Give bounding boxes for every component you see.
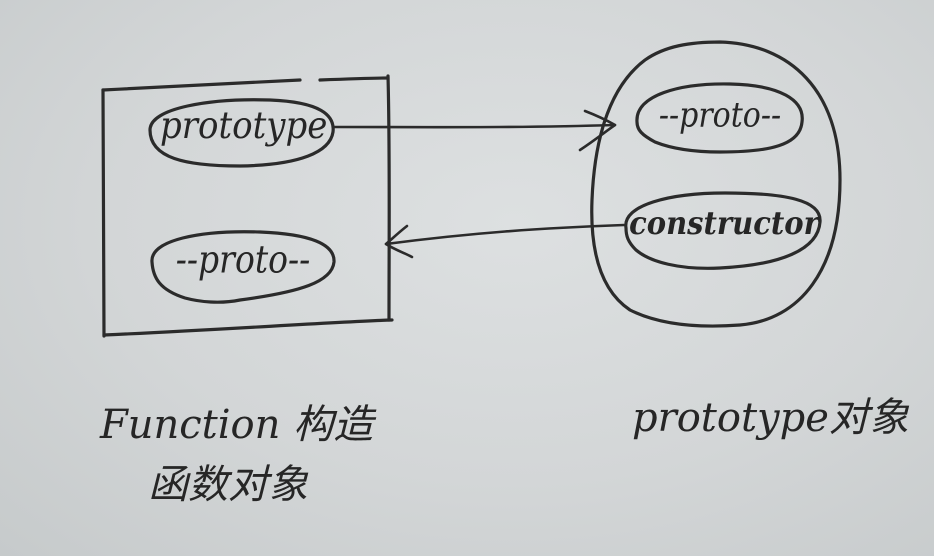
prototype-object-circle [590,40,842,328]
fn-prototype-ellipse [148,98,335,168]
function-object-box [101,74,394,338]
fn-proto-label: --proto-- [175,237,311,282]
prototype-object-caption: prototype对象 [632,395,909,441]
fn-proto-ellipse [150,230,336,304]
arrow-prototype-to-object [332,109,617,152]
arrow-constructor-to-function [384,223,626,259]
fn-prototype-label: prototype [160,104,328,148]
pt-proto-ellipse [635,82,804,154]
pt-constructor-ellipse [624,191,822,270]
function-object-caption-line2: 函数对象 [148,462,308,508]
pt-proto-label: --proto-- [658,95,782,136]
function-object-caption-line1: Function 构造 [100,402,374,448]
pt-constructor-label: constructor [629,204,819,242]
